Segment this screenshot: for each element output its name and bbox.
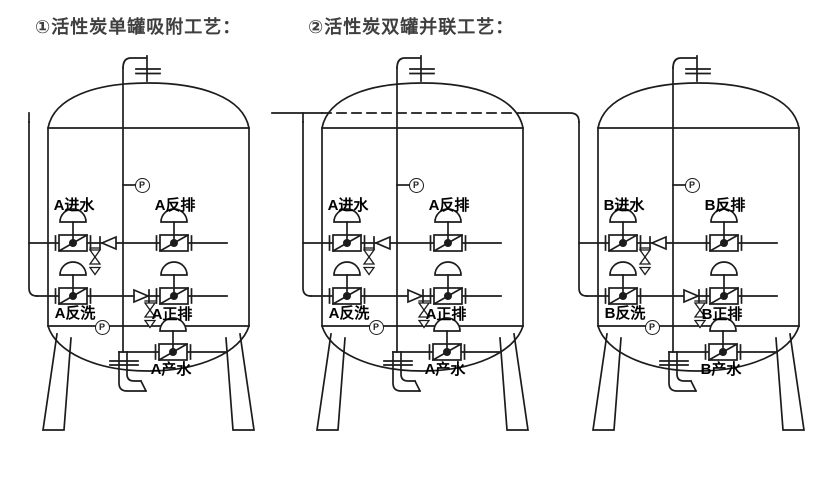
tank-parallel-A <box>303 56 528 430</box>
valve-label-product: A产水 <box>150 361 192 378</box>
pressure-gauge-top: P <box>134 178 150 193</box>
valve-label-backwash: A反洗 <box>54 305 96 322</box>
valve-label-forward-drain: A正排 <box>151 306 193 323</box>
valve-label-backwash: A反洗 <box>328 305 370 322</box>
pressure-gauge-bottom: P <box>94 319 110 335</box>
pressure-gauge-bottom: P <box>368 319 384 335</box>
valve-label-inlet: B进水 <box>603 197 645 214</box>
valve-label-inlet: A进水 <box>53 197 95 214</box>
valve-label-product: B产水 <box>700 361 742 378</box>
valve-label-backwash-drain: A反排 <box>428 197 470 214</box>
supply-header-right <box>522 112 580 123</box>
pressure-gauge-top: P <box>684 178 700 193</box>
valve-label-inlet: A进水 <box>327 197 369 214</box>
process-title-2: ②活性炭双罐并联工艺： <box>308 17 515 37</box>
tank-parallel-B <box>579 56 804 430</box>
pressure-gauge-top: P <box>408 178 424 193</box>
tank-single-A <box>29 56 254 430</box>
valve-label-backwash: B反洗 <box>604 305 646 322</box>
valve-label-forward-drain: A正排 <box>425 306 467 323</box>
valve-label-backwash-drain: B反排 <box>704 197 746 214</box>
valve-label-backwash-drain: A反排 <box>154 197 196 214</box>
process-title-1: ①活性炭单罐吸附工艺： <box>35 17 242 37</box>
pressure-gauge-bottom: P <box>644 319 660 335</box>
valve-label-forward-drain: B正排 <box>701 306 743 323</box>
valve-label-product: A产水 <box>424 361 466 378</box>
